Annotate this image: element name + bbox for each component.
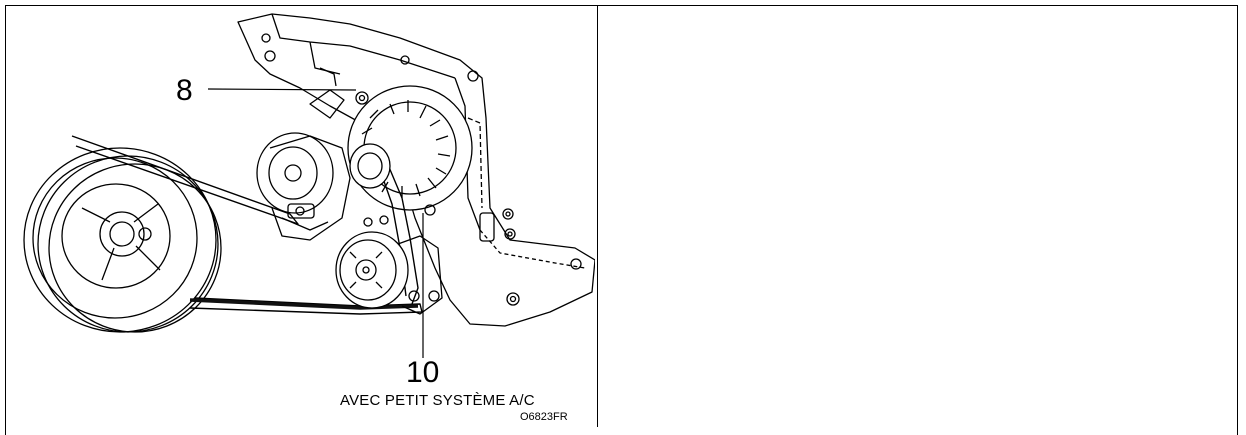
leader-line-8 (207, 88, 357, 91)
figure-code: O6823FR (520, 411, 568, 423)
belt-drive-illustration (23, 13, 595, 358)
crank-pulley (23, 147, 222, 333)
engine-belt-figure: 8 10 AVEC PETIT SYSTÈME A/C O6823FR (10, 8, 595, 427)
ac-compressor (335, 231, 443, 315)
table-frame (5, 5, 1238, 435)
callout-8: 8 (176, 74, 193, 107)
belt-tensioner (256, 132, 351, 241)
figure-caption: AVEC PETIT SYSTÈME A/C (340, 392, 535, 409)
callout-10: 10 (406, 356, 440, 389)
column-divider (597, 5, 598, 427)
